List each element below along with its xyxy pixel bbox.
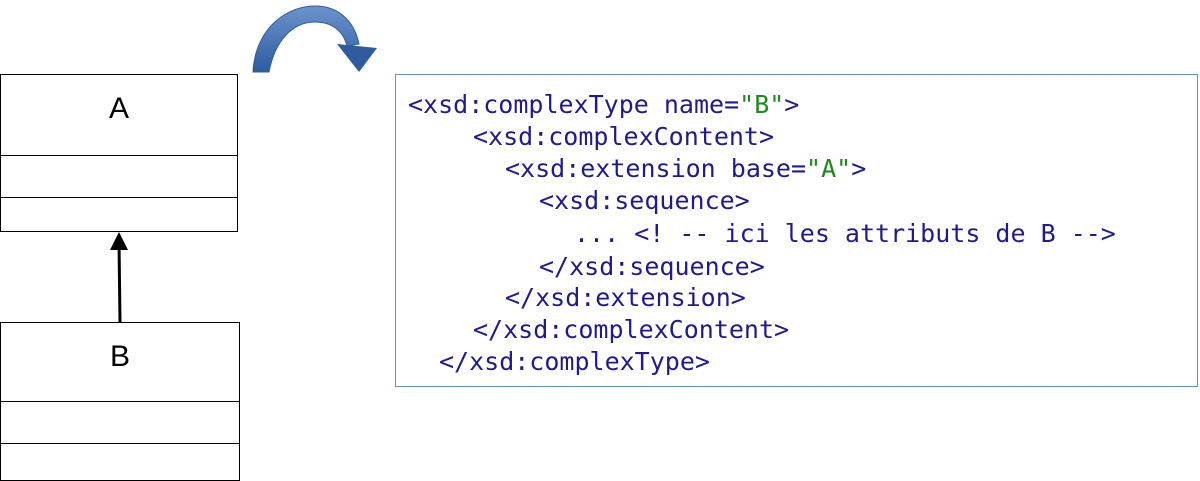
code-line: </xsd:sequence> <box>539 252 765 281</box>
code-line: </xsd:complexType> <box>439 347 710 376</box>
code-line: ... <! -- ici les attributs de B --> <box>574 219 1116 248</box>
code-line: <xsd:sequence> <box>539 186 750 215</box>
class-b-attributes-compartment <box>1 402 239 444</box>
curved-arrow-icon <box>252 5 377 73</box>
uml-class-a: A <box>0 74 238 232</box>
class-b-name: B <box>1 323 239 402</box>
xsd-code-box: <xsd:complexType name="B"> <xsd:complexC… <box>395 74 1198 387</box>
class-a-attributes-compartment <box>1 156 237 198</box>
class-a-name: A <box>1 75 237 156</box>
code-line: </xsd:extension> <box>505 283 746 312</box>
uml-class-b: B <box>0 322 240 481</box>
code-line: </xsd:complexContent> <box>473 315 790 344</box>
code-line: <xsd:complexContent> <box>473 122 775 151</box>
code-line: <xsd:complexType name="B"> <box>408 90 800 119</box>
code-line: <xsd:extension base="A"> <box>505 154 867 183</box>
inheritance-arrow-icon <box>110 232 128 323</box>
